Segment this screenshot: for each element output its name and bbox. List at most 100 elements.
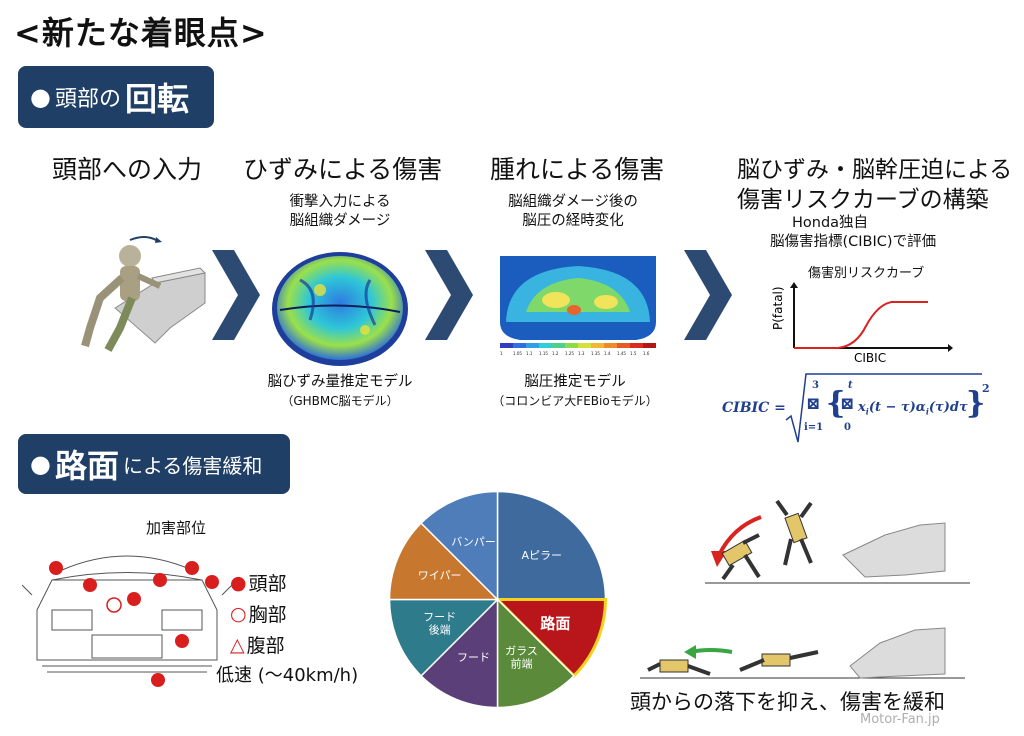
col2-heading: ひずみによる傷害	[243, 155, 443, 184]
int-lower: 0	[844, 422, 851, 433]
integrand-sub2: i	[925, 406, 929, 417]
pie-slice	[496, 597, 575, 709]
pedestrian-fall-image-2	[640, 627, 965, 679]
col2-sub-line1: 衝撃入力による	[289, 194, 391, 210]
pie-slice	[420, 490, 499, 602]
bullet-icon: ●	[30, 450, 51, 478]
left-brace: {	[826, 386, 846, 421]
right-brace: }	[966, 386, 986, 421]
watermark: Motor-Fan.jp	[860, 712, 940, 727]
scale-tick-label: 1.1	[526, 351, 533, 356]
section-prefix: 頭部の	[54, 87, 121, 112]
fall-arrow-green	[689, 648, 733, 654]
pressure-color-scale	[500, 343, 656, 348]
formula-lhs: CIBIC =	[722, 400, 786, 416]
scale-tick-label: 1.4	[604, 351, 611, 356]
brain-strain-model-image	[272, 252, 408, 366]
scale-tick-label: 1.3	[578, 351, 585, 356]
section-badge-road-surface: ● 路面 による傷害緩和	[18, 434, 290, 494]
col4-heading-line2: 傷害リスクカーブの構築	[737, 187, 989, 213]
col4-sub-line1: Honda独自	[792, 215, 869, 231]
pie-slice-label: ワイパー	[418, 569, 462, 582]
section-badge-head-rotation: ● 頭部の 回転	[18, 66, 214, 128]
legend-abdomen-label: 腹部	[246, 635, 285, 657]
col3-sub-line1: 脳組織ダメージ後の	[508, 194, 638, 210]
head-marker-icon: ●	[230, 571, 247, 594]
col3-caption-line2: （コロンビア大FEBioモデル）	[492, 394, 658, 408]
col4-subtitle: Honda独自 脳傷害指標(CIBIC)で評価	[770, 214, 936, 252]
col3-heading: 腫れによる傷害	[490, 155, 665, 184]
risk-curve-xlabel: CIBIC	[854, 351, 886, 362]
cibic-formula: CIBIC = 3 ⊠ i=1 { t ⊠ 0 xi(t − τ)αi(τ)dτ…	[720, 372, 1000, 444]
pie-slice-label: 後端	[429, 623, 451, 637]
chest-marker-icon: ○	[230, 602, 247, 625]
col3-sub-line2: 脳圧の経時変化	[522, 213, 624, 229]
col3-subtitle: 脳組織ダメージ後の 脳圧の経時変化	[478, 193, 668, 231]
scale-tick-label: 1	[500, 351, 503, 356]
col1-heading: 頭部への入力	[52, 155, 203, 184]
abdomen-marker-icon: △	[230, 633, 245, 656]
legend-head-label: 頭部	[248, 573, 287, 595]
int-placeholder: ⊠	[840, 394, 855, 414]
chevron-right-icon	[684, 250, 732, 340]
chevron-right-icon	[212, 250, 260, 340]
speed-label: 低速 (～40km/h)	[216, 665, 359, 686]
scale-tick-label: 1.2	[552, 351, 559, 356]
col4-heading-line1: 脳ひずみ・脳幹圧迫による	[737, 157, 1013, 183]
integrand-mid: (t − τ)α	[868, 400, 926, 415]
legend-chest: ○ 胸部	[230, 600, 287, 627]
pie-slice	[388, 522, 500, 601]
col4-sub-line2: 脳傷害指標(CIBIC)で評価	[770, 234, 937, 250]
pie-slice	[496, 490, 607, 601]
legend-chest-label: 胸部	[248, 604, 287, 626]
pie-slice-label: ガラス	[505, 645, 538, 658]
legend-abdomen: △ 腹部	[230, 631, 285, 658]
col2-subtitle: 衝撃入力による 脳組織ダメージ	[245, 193, 435, 231]
risk-curve-ylabel: P(fatal)	[771, 286, 785, 330]
scale-tick-label: 1.45	[617, 351, 626, 356]
pie-slice-label: バンパー	[451, 535, 496, 548]
integrand: xi(t − τ)αi(τ)dτ	[858, 400, 968, 417]
col2-sub-line2: 脳組織ダメージ	[289, 213, 391, 229]
scale-tick-label: 1.25	[565, 351, 574, 356]
scale-tick-label: 1.5	[630, 351, 637, 356]
sum-upper: 3	[812, 380, 819, 391]
col2-caption-line1: 脳ひずみ量推定モデル	[267, 374, 413, 390]
pie-slice-label: フード	[457, 651, 490, 664]
risk-curve-title: 傷害別リスクカーブ	[808, 266, 925, 281]
pie-slice	[388, 598, 500, 677]
integrand-x: x	[858, 400, 866, 415]
section2-emphasis: 路面	[54, 447, 119, 485]
int-upper: t	[848, 380, 853, 391]
pie-slice	[420, 597, 499, 709]
pie-slice-label: 路面	[540, 614, 570, 632]
car-front-view	[22, 555, 232, 687]
col3-caption: 脳圧推定モデル （コロンビア大FEBioモデル）	[470, 373, 680, 411]
dummy-impact-image	[81, 236, 207, 352]
pedestrian-fall-image-1	[705, 499, 970, 584]
sum-placeholder: ⊠	[806, 394, 821, 414]
legend-head: ● 頭部	[230, 569, 287, 596]
page-title: <新たな着眼点>	[14, 14, 268, 52]
bottom-caption: 頭からの落下を抑え、傷害を緩和	[630, 690, 945, 714]
integrand-end: (τ)dτ	[928, 400, 968, 415]
risk-curve-line	[794, 301, 928, 349]
scale-tick-label: 1.05	[513, 351, 522, 356]
sum-lower: i=1	[804, 422, 824, 433]
fall-arrow-red	[717, 515, 762, 556]
power-exponent: 2	[982, 382, 990, 395]
sqrt-sign	[785, 373, 982, 443]
scale-tick-label: 1.35	[591, 351, 600, 356]
section-emphasis: 回転	[124, 80, 189, 118]
bullet-icon: ●	[30, 83, 51, 111]
impact-area-title: 加害部位	[146, 519, 207, 537]
col2-caption: 脳ひずみ量推定モデル （GHBMC脳モデル）	[235, 373, 445, 411]
pie-slice-label: 前端	[510, 657, 532, 671]
col2-caption-line2: （GHBMC脳モデル）	[281, 394, 399, 408]
scale-tick-label: 1.15	[539, 351, 548, 356]
pie-slice-label: フード	[423, 611, 456, 624]
impact-markers	[49, 561, 219, 687]
